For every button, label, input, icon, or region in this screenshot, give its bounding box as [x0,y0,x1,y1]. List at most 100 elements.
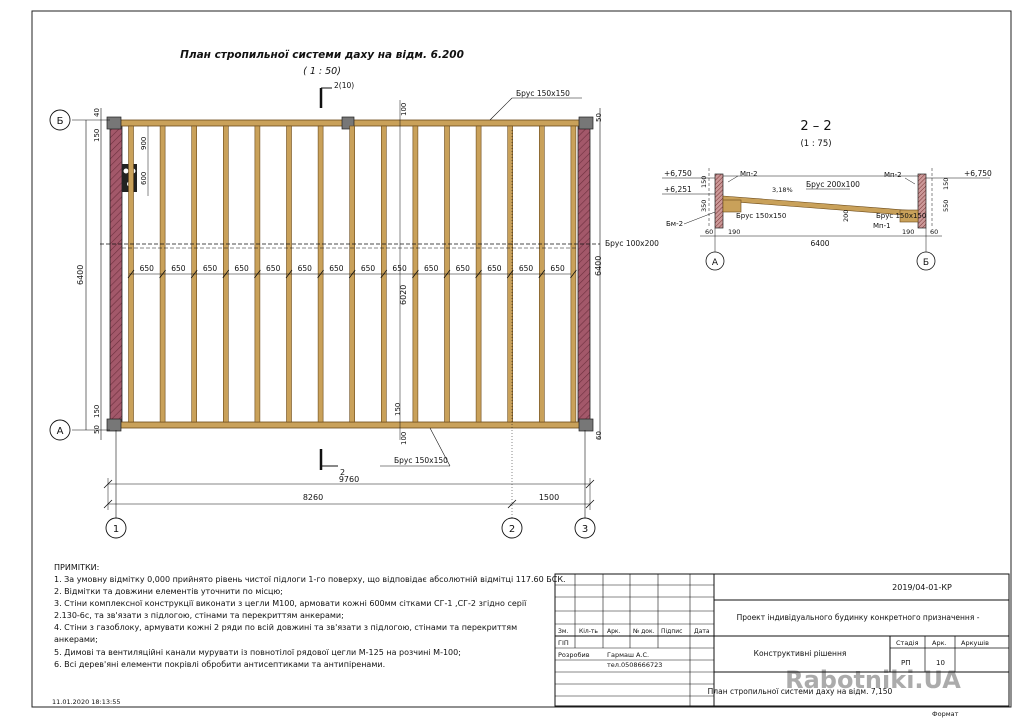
sec-dim-550: 550 [942,200,950,212]
dim-60-right: 60 [595,431,603,440]
title-block-text: Зм. Кіл-ть Арк. № док. Підпис Дата ГІП Р… [558,583,989,718]
wall-right [577,123,591,425]
roof-plan: План стропильної системи даху на відм. 6… [49,49,659,539]
rafter-spacing-label: 650 [298,264,313,273]
callout-beam-mid: Брус 100х200 [605,239,659,248]
axis-1-label: 1 [113,524,119,535]
sec-dim-60l: 60 [705,228,713,236]
dimension-tick [348,269,356,279]
label-mn2-left: Мп-2 [740,170,758,178]
note-line-6: анкерами; [54,635,98,644]
stamp-h-data: Дата [694,628,710,635]
dim-6020: 6020 [399,285,408,305]
dimension-tick [317,269,324,279]
axis-2-bubble [501,517,523,539]
dimension-tick [127,269,135,279]
stamp-phone: тел.0508666723 [607,661,662,669]
label-beam-right: Брус 150х150 [876,212,926,220]
label-mn2-right: Мп-2 [884,171,902,179]
dimension-tick [538,269,546,279]
notes-block: ПРИМІТКИ: 1. За умовну відмітку 0,000 пр… [54,563,566,669]
axis-a-bubble [49,419,71,441]
label-slope: 3,18% [772,186,793,194]
sec-dim-150r: 150 [942,178,950,190]
dimension-tick [254,269,261,279]
sec-dim-350: 350 [700,200,708,212]
rafter-spacing-label: 650 [234,264,249,273]
stamp-project: Проект індивідуального будинку конкретно… [737,613,980,622]
stamp-stadia: РП [901,659,911,667]
label-beam-left: Брус 150х150 [736,212,786,220]
note-line-5: 4. Стіни з газоблоку, армувати кожні 2 р… [54,623,517,632]
sec-axis-b: Б [923,258,929,268]
stamp-sheet-title: План стропильної системи даху на відм. 7… [708,687,893,696]
dimension-tick [380,269,388,279]
level-left-top: +6,750 [664,169,692,178]
notes-heading: ПРИМІТКИ: [54,563,99,572]
title-block [554,573,1010,707]
dim-100-bot: 100 [400,432,408,445]
sec-axis-a: А [712,258,719,268]
dimension-tick [285,269,293,279]
stamp-code: 2019/04-01-КР [892,583,952,592]
dimension-tick [475,269,482,279]
rafter-spacing-label: 650 [266,264,281,273]
stamp-h-pidpys: Підпис [661,628,682,635]
section-mark-top: 2(10) [334,81,354,90]
label-bm2: Бм-2 [666,220,683,228]
level-right-top: +6,750 [964,169,992,178]
stamp-h-zm: Зм. [558,628,568,635]
callout-beam-top: Брус 150х150 [516,89,570,98]
stamp-gip: ГІП [558,639,569,647]
section-title: 2 – 2 [800,119,831,134]
dimension-tick [190,269,198,279]
axis-b-label: Б [57,116,64,127]
label-beam-main: Брус 200х100 [806,180,860,189]
dimension-tick [159,269,166,279]
sec-dim-200: 200 [842,210,850,222]
note-line-8: 6. Всі дерев'яні елементи покрівлі оброб… [54,660,385,669]
axis-b-bubble [49,109,71,131]
rafter-spacing-label: 650 [487,264,502,273]
axis-1-bubble [105,517,127,539]
dimension-tick [443,269,451,279]
rafter-spacing-label: 650 [171,264,186,273]
sec-dim-150: 150 [700,176,708,188]
sec-dim-190l: 190 [728,228,740,236]
rafter-spacing-label: 650 [456,264,471,273]
sec-dim-190r: 190 [902,228,914,236]
rafter-spacing-label: 650 [392,264,407,273]
rafter-spacing-label: 650 [550,264,565,273]
axis-3-label: 3 [582,524,588,535]
axis-a-label: А [57,426,64,437]
watermark: Rabotniki.UA [785,666,961,694]
sec-dim-60r: 60 [930,228,938,236]
axis-3-bubble [574,517,596,539]
plan-title: План стропильної системи даху на відм. 6… [180,49,464,61]
section-mark-bottom: 2 [340,468,345,477]
stamp-h-ark2: Арк. [932,639,947,647]
dimension-tick [412,269,419,279]
watermark-text: Rabotniki.UA [785,666,961,694]
beam-bottom [109,421,591,429]
dim-900: 900 [140,137,148,150]
dim-150-bot: 150 [93,405,101,418]
dim-600: 600 [140,172,148,185]
section-2-2: 2 – 2 (1 : 75) +6,750 +6,251 +6,750 Мп-2… [662,119,992,271]
callout-beam-bottom: Брус 150х150 [394,456,448,465]
rafter-spacing-label: 650 [361,264,376,273]
stamp-h-arkushiv: Аркушів [961,639,989,647]
stamp-rozrobyv: Розробив [558,651,590,659]
rafter-spacing-label: 650 [329,264,344,273]
section-wall-right [917,173,927,229]
note-line-3: 3. Стіни комплексної конструкції виконат… [54,599,527,608]
rafter-spacing-label: 650 [140,264,155,273]
section-scale: (1 : 75) [800,139,831,149]
level-left-mid: +6,251 [664,185,692,194]
dim-50: 50 [93,425,101,434]
dim-40: 40 [93,108,101,117]
dim-6400-left: 6400 [76,265,85,285]
note-line-1: 1. За умовну відмітку 0,000 прийнято рів… [54,575,566,584]
